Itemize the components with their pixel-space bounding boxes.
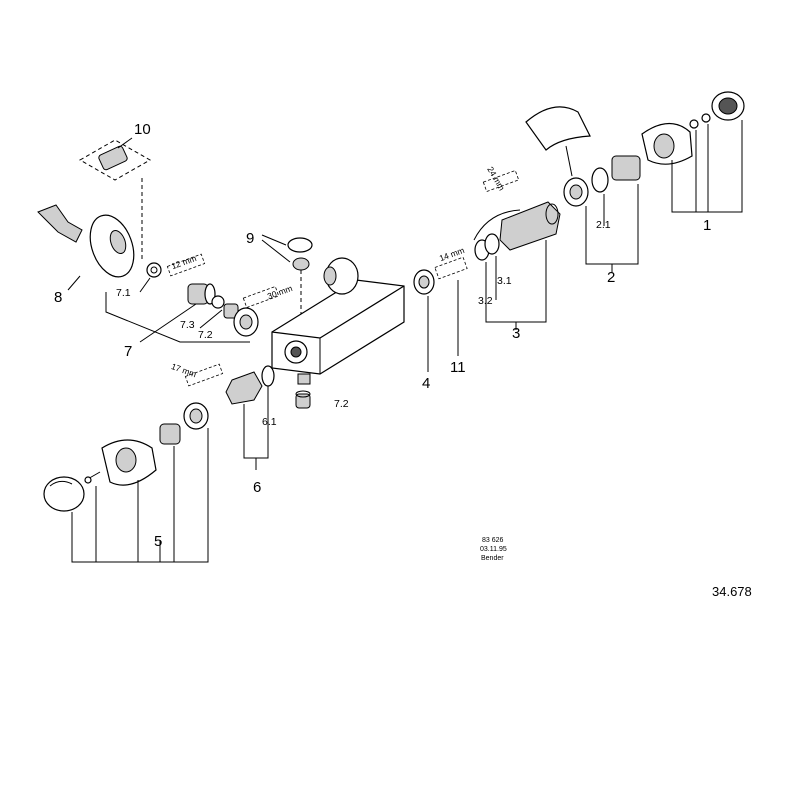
callout-2-1: 2.1 xyxy=(596,219,611,231)
drawing-author: Bender xyxy=(481,555,504,562)
callout-8: 8 xyxy=(54,289,62,306)
part-10-extension xyxy=(78,137,152,262)
drawing-number: 83 626 xyxy=(482,537,504,544)
tool-size-17mm: 17 mm xyxy=(170,361,198,379)
catalog-reference: 34.678 xyxy=(712,584,752,599)
part-7-check-valve xyxy=(105,253,280,343)
callout-1: 1 xyxy=(703,217,711,234)
part-9-cap xyxy=(261,234,313,330)
part-8-s-union xyxy=(37,204,162,291)
part-3-cartridge xyxy=(473,169,561,330)
part-11-spindle xyxy=(434,256,468,356)
callout-7: 7 xyxy=(124,343,132,360)
callout-10: 10 xyxy=(134,121,151,138)
thermostat-body xyxy=(271,257,405,409)
callout-3: 3 xyxy=(512,325,520,342)
callout-6: 6 xyxy=(253,479,261,496)
callout-9: 9 xyxy=(246,230,254,247)
part-4-nipple xyxy=(413,269,435,372)
callout-2: 2 xyxy=(607,269,615,286)
callout-7-3: 7.3 xyxy=(180,319,195,331)
callout-7-2: 7.2 xyxy=(198,329,213,341)
part-5-handle xyxy=(43,402,209,563)
callout-6-1: 6.1 xyxy=(262,416,277,428)
callout-7-1: 7.1 xyxy=(116,287,131,299)
part-6-valve xyxy=(184,363,275,470)
callout-5: 5 xyxy=(154,533,162,550)
part-2-adjusting-ring xyxy=(525,106,641,272)
callout-7-2-b: 7.2 xyxy=(334,398,349,410)
callout-11: 11 xyxy=(450,359,466,376)
tool-size-30mm: 30 mm xyxy=(266,283,294,301)
callout-3-1: 3.1 xyxy=(497,275,512,287)
drawing-date: 03.11.95 xyxy=(480,546,507,553)
part-1-temperature-handle xyxy=(641,91,745,213)
callout-3-2: 3.2 xyxy=(478,295,493,307)
callout-4: 4 xyxy=(422,375,430,392)
